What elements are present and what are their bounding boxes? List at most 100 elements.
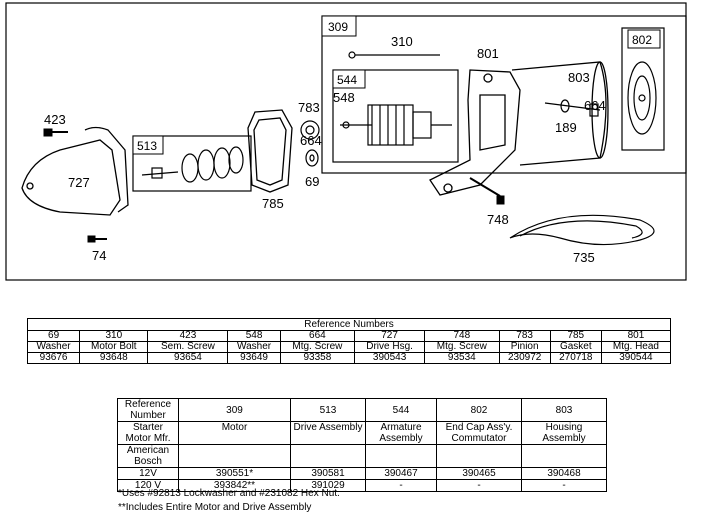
footnote-includes-motor: **Includes Entire Motor and Drive Assemb…: [118, 502, 312, 513]
ref-part: 390543: [354, 352, 426, 364]
ref-number: 310: [79, 330, 149, 342]
gasket-785-drawing: [247, 109, 293, 193]
callout-189: 189: [555, 120, 577, 135]
callout-735: 735: [573, 250, 595, 265]
ref-name: Drive Hsg.: [354, 341, 426, 353]
ref-name: Sem. Screw: [147, 341, 229, 353]
armature-drawing: [340, 104, 452, 146]
ref-part: 93534: [424, 352, 500, 364]
assembly-part: -: [521, 479, 607, 492]
ref-part: 93649: [227, 352, 281, 364]
callout-727: 727: [68, 175, 90, 190]
ref-number: 785: [549, 330, 602, 342]
voltage-label: 120 V: [117, 479, 179, 492]
assembly-part: 390551*: [178, 467, 291, 480]
assembly-name-row: Starter Motor Mfr. Motor Drive Assembly …: [117, 421, 607, 445]
ref-name: Washer: [227, 341, 281, 353]
ref-part: 270718: [549, 352, 602, 364]
screw-664-drawing: [544, 99, 601, 117]
reference-number-row: 69 310 423 548 664 727 748 783 785 801: [26, 330, 672, 342]
label-box-802: [627, 29, 661, 49]
label-box-544: [332, 69, 366, 89]
assembly-name: Housing Assembly: [521, 421, 607, 445]
assembly-part: -: [365, 479, 437, 492]
ref-name: Motor Bolt: [79, 341, 149, 353]
screw-74-drawing: [87, 235, 107, 243]
callout-664b: 664: [584, 98, 606, 113]
reference-table-title: Reference Numbers: [27, 318, 671, 331]
starter-mfr-label: Starter Motor Mfr.: [117, 421, 179, 445]
assembly-number: 803: [521, 398, 607, 422]
assembly-part: 391029: [290, 479, 366, 492]
ref-part: 230972: [498, 352, 551, 364]
screw-748-drawing: [469, 177, 505, 205]
callout-69: 69: [305, 174, 319, 189]
washer-69-drawing: [305, 149, 319, 167]
motor-bolt-310-drawing: [348, 51, 440, 59]
ref-number: 801: [600, 330, 672, 342]
assembly-name: End Cap Ass'y. Commutator: [436, 421, 522, 445]
assembly-part: -: [436, 479, 522, 492]
ref-name: Mtg. Head: [600, 341, 672, 353]
ref-number: 664: [279, 330, 356, 342]
callout-802: 802: [632, 33, 652, 47]
callout-513: 513: [137, 139, 157, 153]
assembly-number: 309: [178, 398, 291, 422]
end-cap-drawing: [627, 61, 657, 135]
callout-423: 423: [44, 112, 66, 127]
callout-309: 309: [328, 20, 348, 34]
callout-748: 748: [487, 212, 509, 227]
ref-name: Mtg. Screw: [424, 341, 500, 353]
callout-801: 801: [477, 46, 499, 61]
assembly-number: 513: [290, 398, 366, 422]
mounting-head-drawing: [429, 69, 521, 196]
assembly-table: Reference Number 309 513 544 802 803 Sta…: [117, 398, 607, 492]
callout-548: 548: [333, 90, 355, 105]
assembly-name: Armature Assembly: [365, 421, 437, 445]
callout-785: 785: [262, 196, 284, 211]
callout-803: 803: [568, 70, 590, 85]
manufacturer-row: American Bosch: [117, 444, 607, 468]
assembly-part: 390465: [436, 467, 522, 480]
ref-part: 390544: [600, 352, 672, 364]
drive-parts-drawing: [141, 146, 244, 183]
assembly-row-120v: 120 V 393842** 391029 - - -: [117, 479, 607, 492]
end-cap-box: [621, 27, 665, 151]
assembly-part: 390467: [365, 467, 437, 480]
callout-74: 74: [92, 248, 106, 263]
diagram-frame: [5, 2, 687, 281]
screw-423-drawing: [43, 128, 68, 137]
ref-part: 93654: [147, 352, 229, 364]
ref-number: 423: [147, 330, 229, 342]
ref-number: 748: [424, 330, 500, 342]
assembly-number-row: Reference Number 309 513 544 802 803: [117, 398, 607, 422]
pinion-783-drawing: [300, 120, 320, 140]
ref-name: Pinion: [498, 341, 551, 353]
reference-name-row: Washer Motor Bolt Sem. Screw Washer Mtg.…: [26, 341, 672, 353]
voltage-label: 12V: [117, 467, 179, 480]
callout-544: 544: [337, 73, 357, 87]
assembly-part: 390468: [521, 467, 607, 480]
assembly-part: 393842**: [178, 479, 291, 492]
parts-diagram: 309 544 513 802: [5, 2, 687, 281]
manufacturer-name: American Bosch: [117, 444, 179, 468]
ref-name: Washer: [26, 341, 81, 353]
armature-box: [332, 69, 459, 163]
drive-housing-drawing: [21, 126, 129, 216]
footnote-lockwasher: *Uses #92813 Lockwasher and #231082 Hex …: [118, 488, 340, 499]
callout-310: 310: [391, 34, 413, 49]
label-box-309: [321, 15, 357, 37]
callout-783: 783: [298, 100, 320, 115]
ref-number: 548: [227, 330, 281, 342]
housing-drawing: [511, 61, 609, 166]
wire-735-drawing: [509, 214, 655, 246]
reference-part-row: 93676 93648 93654 93649 93358 390543 935…: [26, 352, 672, 364]
ref-number: 783: [498, 330, 551, 342]
callout-664a: 664: [300, 133, 322, 148]
ref-part: 93358: [279, 352, 356, 364]
assembly-header-label: Reference Number: [117, 398, 179, 422]
ref-name: Mtg. Screw: [279, 341, 356, 353]
motor-group-box: [321, 15, 687, 174]
ref-number: 69: [26, 330, 81, 342]
assembly-name: Motor: [178, 421, 291, 445]
